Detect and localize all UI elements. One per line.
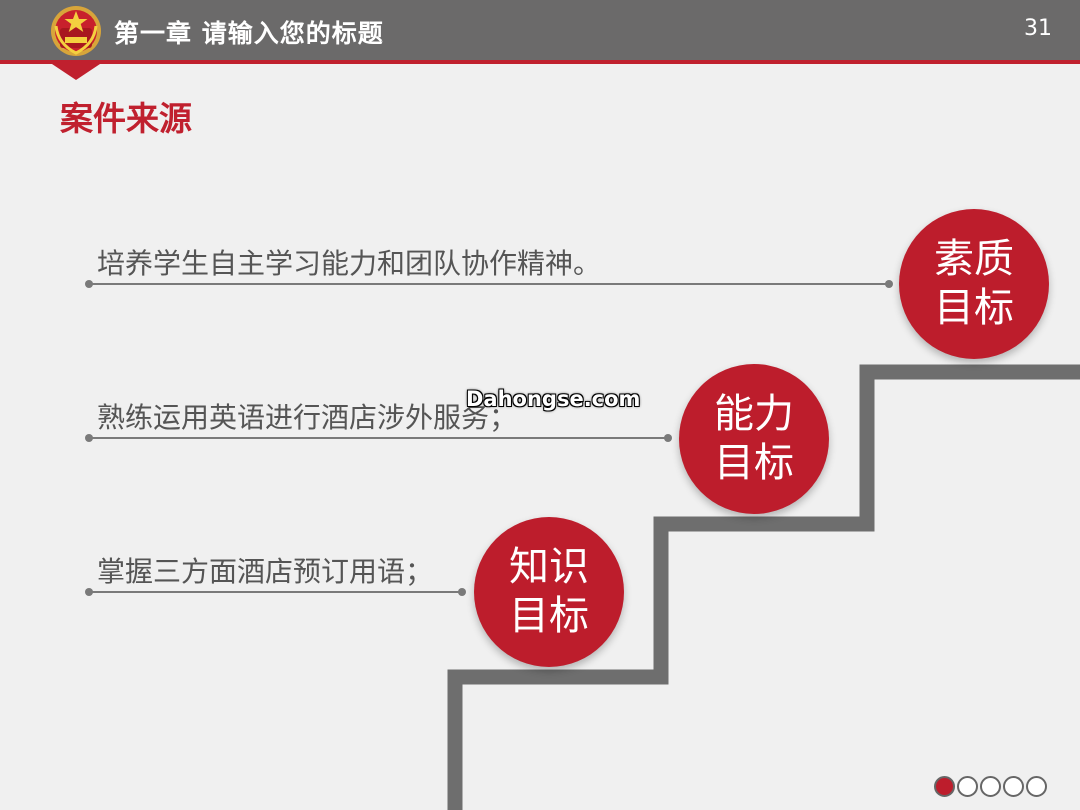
circle-knowledge-goal: 知识 目标 xyxy=(474,517,624,667)
circle-ability-goal: 能力 目标 xyxy=(679,364,829,514)
goal-text-ability: 熟练运用英语进行酒店涉外服务； xyxy=(97,401,518,434)
leader-line-2 xyxy=(85,434,672,442)
staircase-line xyxy=(447,364,1080,810)
circle-label-line2: 目标 xyxy=(509,593,589,639)
slide-pagination xyxy=(934,776,1047,797)
pagination-dot-3[interactable] xyxy=(980,776,1001,797)
header-accent-line xyxy=(0,60,1080,64)
youth-league-emblem-icon xyxy=(51,6,101,56)
header-title: 第一章 请输入您的标题 xyxy=(114,19,384,48)
circle-label-line2: 目标 xyxy=(714,440,794,486)
circle-label-line1: 素质 xyxy=(934,236,1014,283)
pagination-dot-1[interactable] xyxy=(934,776,955,797)
goal-text-knowledge: 掌握三方面酒店预订用语； xyxy=(97,555,434,588)
pagination-dot-4[interactable] xyxy=(1003,776,1024,797)
circle-label-line1: 知识 xyxy=(509,544,589,591)
goal-text-quality: 培养学生自主学习能力和团队协作精神。 xyxy=(97,247,602,280)
watermark-text: Dahongse.com xyxy=(466,387,641,411)
section-title: 案件来源 xyxy=(60,99,192,138)
pagination-dot-5[interactable] xyxy=(1026,776,1047,797)
header-bar xyxy=(0,0,1080,60)
circle-quality-goal: 素质 目标 xyxy=(899,209,1049,359)
circle-label-line1: 能力 xyxy=(714,391,794,438)
section-pointer-triangle xyxy=(52,64,100,80)
circle-label-line2: 目标 xyxy=(934,285,1014,331)
page-number: 31 xyxy=(1024,16,1052,41)
leader-line-3 xyxy=(85,588,466,596)
pagination-dot-2[interactable] xyxy=(957,776,978,797)
leader-line-1 xyxy=(85,280,893,288)
